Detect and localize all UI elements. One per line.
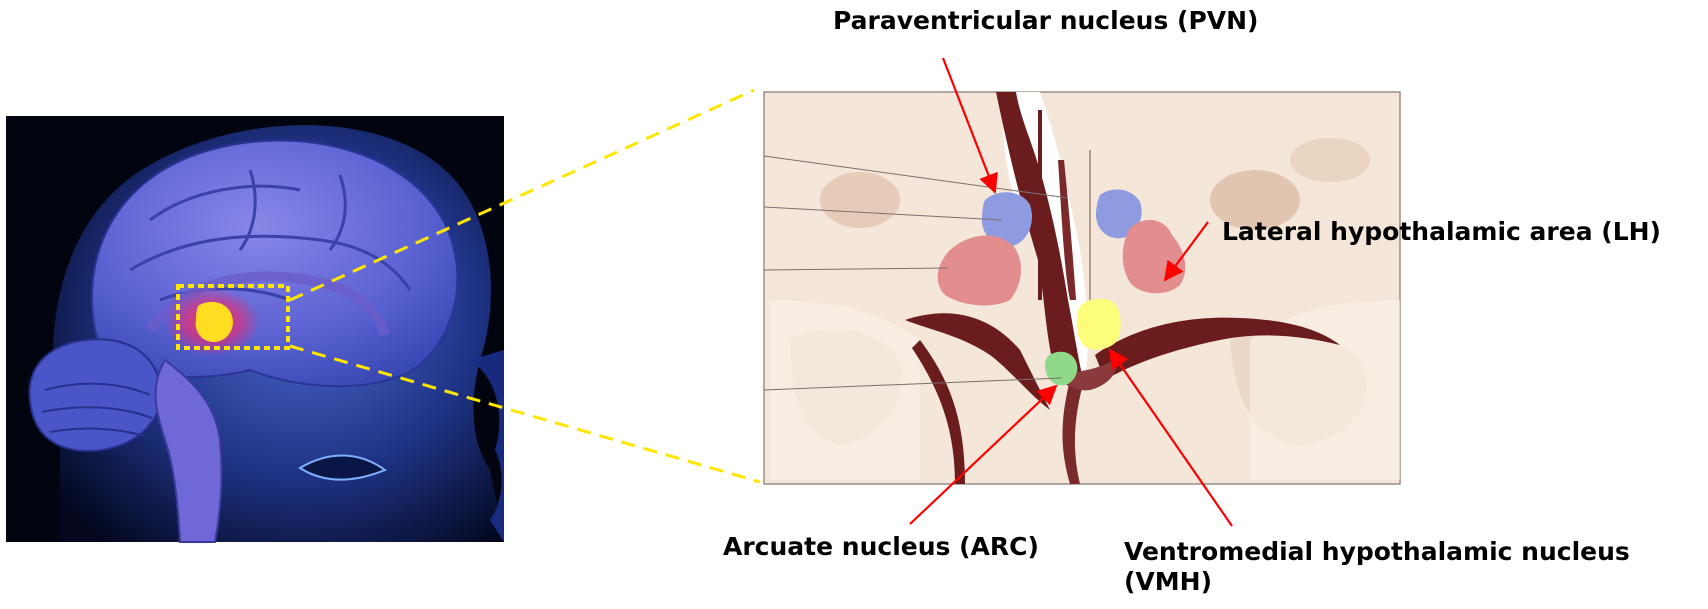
lh-label: Lateral hypothalamic area (LH)	[1222, 217, 1661, 247]
coronal-section-icon	[764, 92, 1400, 484]
arc-label: Arcuate nucleus (ARC)	[723, 532, 1039, 562]
pvn-label: Paraventricular nucleus (PVN)	[833, 6, 1258, 36]
vmh-label: Ventromedial hypothalamic nucleus (VMH)	[1124, 537, 1684, 597]
vmh-region	[1077, 299, 1121, 350]
brain-illustration-icon	[6, 116, 504, 542]
